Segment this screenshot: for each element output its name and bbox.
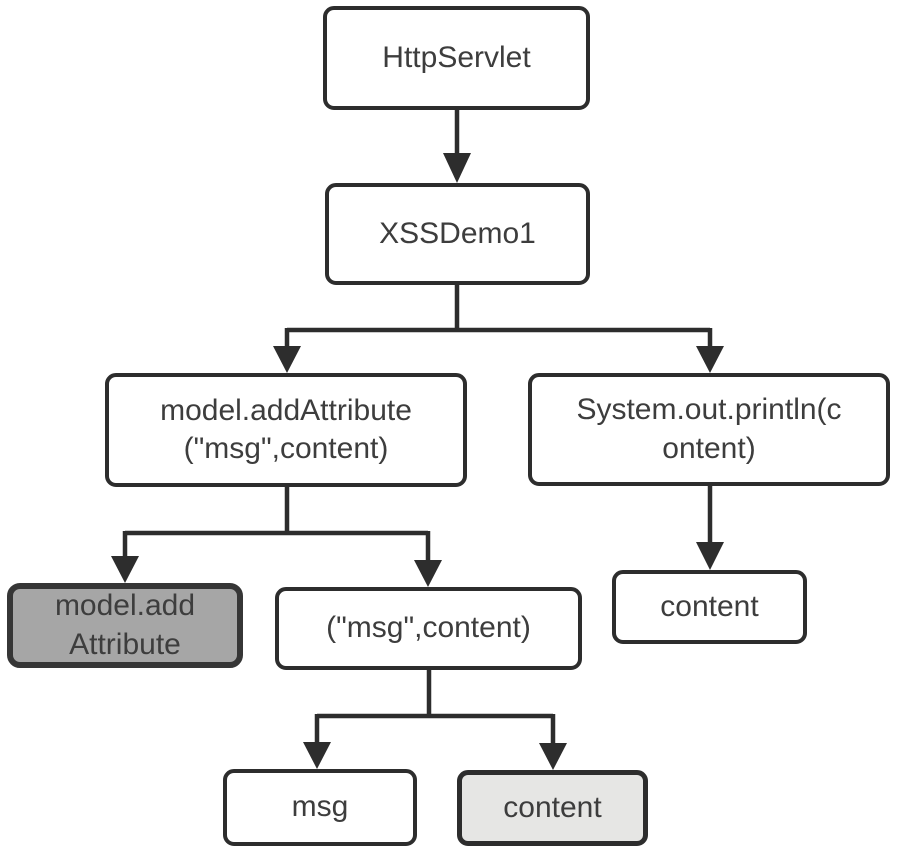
node-content-printed: content bbox=[612, 570, 807, 644]
node-httpservlet: HttpServlet bbox=[323, 6, 590, 110]
connector-modelcall-children bbox=[111, 487, 442, 587]
node-model-addattribute-method: model.add Attribute bbox=[7, 583, 243, 668]
node-xssdemo1: XSSDemo1 bbox=[325, 183, 590, 285]
node-msg-content-args: ("msg",content) bbox=[275, 587, 582, 670]
node-label: ("msg",content) bbox=[326, 611, 531, 645]
node-label: msg bbox=[291, 790, 349, 824]
node-system-out-println: System.out.println(c ontent) bbox=[528, 373, 890, 486]
node-label-line2: ontent) bbox=[662, 431, 756, 465]
node-label-line2: ("msg",content) bbox=[183, 432, 389, 465]
connector-args-children bbox=[303, 670, 567, 770]
connector-sysout-content bbox=[696, 486, 724, 570]
node-label: HttpServlet bbox=[382, 40, 531, 74]
node-label-line1: model.addAttribute bbox=[160, 393, 412, 427]
connector-httpservlet-xssdemo1 bbox=[443, 110, 471, 183]
node-label: XSSDemo1 bbox=[379, 216, 536, 250]
node-label: content bbox=[503, 790, 602, 824]
node-label: content bbox=[660, 589, 759, 623]
node-label-line1: model.add bbox=[54, 589, 196, 623]
connector-xssdemo1-children bbox=[273, 285, 724, 373]
node-label-line1: System.out.println(c bbox=[576, 393, 842, 427]
node-model-addattribute-call: model.addAttribute ("msg",content) bbox=[105, 373, 467, 487]
node-label-line2: Attribute bbox=[69, 627, 181, 661]
node-content-value: content bbox=[457, 770, 648, 846]
node-msg-key: msg bbox=[223, 769, 417, 846]
